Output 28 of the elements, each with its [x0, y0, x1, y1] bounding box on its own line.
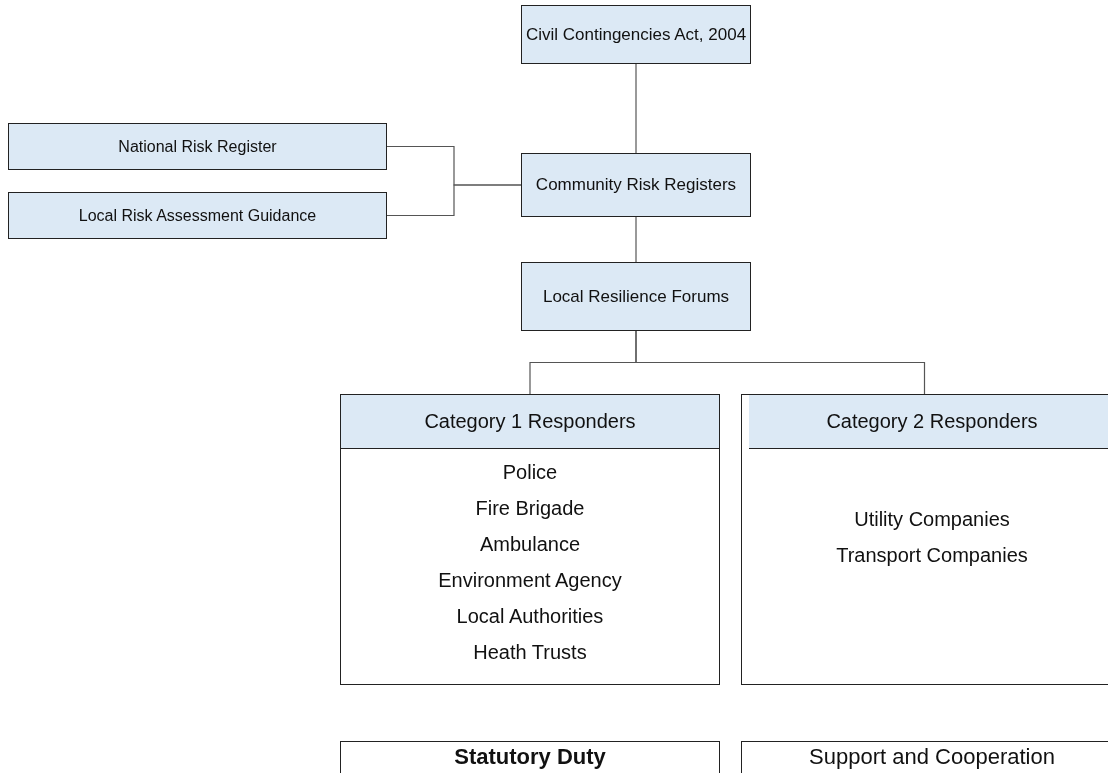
- box-label: Local Risk Assessment Guidance: [78, 206, 317, 225]
- connector-line: [386, 184, 522, 217]
- connector-line: [635, 330, 926, 395]
- process-box: [8, 123, 387, 170]
- box-label: Support and Cooperation: [808, 743, 1056, 771]
- box-label: National Risk Register: [118, 137, 277, 156]
- list-item: Transport Companies: [836, 542, 1028, 568]
- box-label: Civil Contingencies Act, 2004: [525, 24, 747, 45]
- process-box: [521, 262, 751, 331]
- box-label: Local Resilience Forums: [542, 286, 730, 307]
- process-box: [8, 192, 387, 239]
- category-card: [340, 394, 720, 685]
- process-box: [521, 153, 751, 217]
- connector-line: [635, 216, 637, 263]
- list-item: Utility Companies: [854, 506, 1010, 532]
- box-label: Statutory Duty: [453, 743, 607, 771]
- list-item: Local Authorities: [456, 603, 604, 629]
- box-label: Community Risk Registers: [535, 175, 737, 195]
- process-box: [521, 5, 751, 64]
- card-title: Category 1 Responders: [424, 410, 636, 433]
- list-item: Fire Brigade: [475, 495, 585, 521]
- list-item: Ambulance: [479, 531, 581, 557]
- list-item: Environment Agency: [438, 567, 622, 593]
- connector-line: [635, 63, 637, 154]
- category-card: [741, 394, 1108, 685]
- list-item: Heath Trusts: [473, 639, 587, 665]
- card-title: Category 2 Responders: [826, 410, 1038, 433]
- list-item: Police: [502, 459, 558, 485]
